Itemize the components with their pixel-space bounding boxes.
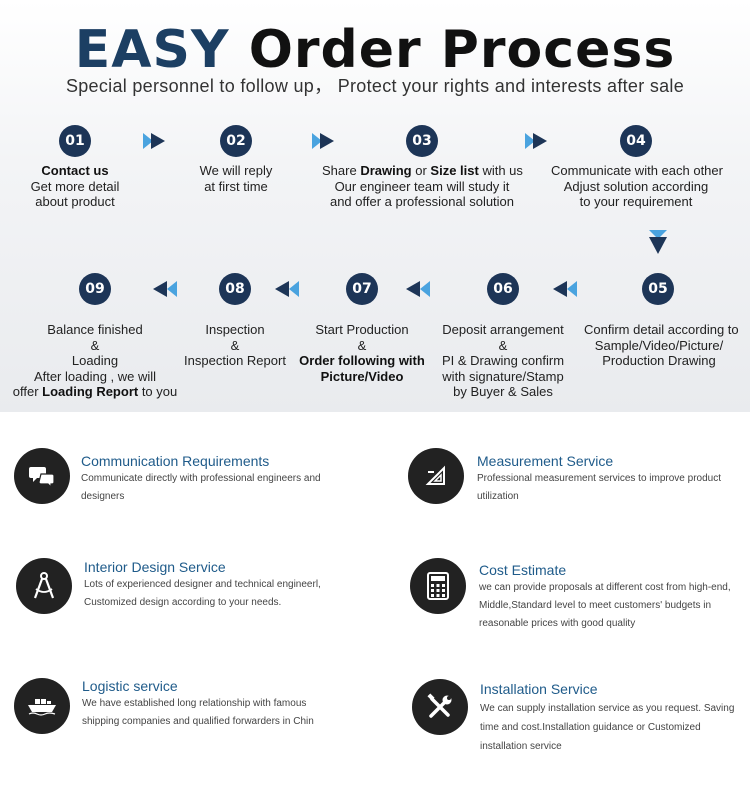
arrow-left-icon [406,281,430,297]
step-02-text: We will reply at first time [199,163,273,194]
service-title-measurement: Measurement Service [477,453,614,469]
step-06-badge: 06 [487,273,519,305]
step-08-text: Inspection & Inspection Report [184,322,286,369]
service-desc-measurement: Professional measurement services to imp… [477,473,721,502]
service-desc-logistic: We have established long relationship wi… [82,698,314,727]
step-05-badge: 05 [642,273,674,305]
service-desc-communication: Communicate directly with professional e… [81,473,321,502]
order-process-banner: EASY Order Process Special personnel to … [0,0,750,412]
title-order-process: Order Process [248,20,676,80]
arrow-right-icon [312,133,334,149]
arrow-right-icon [525,133,547,149]
services-section: Communication Requirements Communicate d… [0,412,750,802]
step-01-badge: 01 [59,125,91,157]
step-05-text: Confirm detail according to Sample/Video… [584,322,739,369]
set-square-icon [408,448,464,504]
cargo-ship-icon [14,678,70,734]
step-09-badge: 09 [79,273,111,305]
arrow-left-icon [275,281,299,297]
step-03-text: Share Drawing or Size list with us Our e… [322,163,523,210]
arrow-down-icon [649,230,667,254]
wrench-screwdriver-icon [412,679,468,735]
step-03-badge: 03 [406,125,438,157]
step-07-text: Start Production & Order following with … [299,322,425,384]
step-04-text: Communicate with each other Adjust solut… [551,163,723,210]
arrow-left-icon [153,281,177,297]
step-07-badge: 07 [346,273,378,305]
service-title-interior-design: Interior Design Service [84,559,226,575]
service-title-logistic: Logistic service [82,678,178,694]
page-subtitle: Special personnel to follow up， Protect … [65,76,685,96]
service-title-cost-estimate: Cost Estimate [479,562,567,578]
arrow-right-icon [143,133,165,149]
service-desc-cost-estimate: we can provide proposals at different co… [479,582,731,629]
calculator-icon [410,558,466,614]
step-04-badge: 04 [620,125,652,157]
service-title-communication: Communication Requirements [81,453,270,469]
compass-icon [16,558,72,614]
service-desc-installation: We can supply installation service as yo… [480,703,735,752]
arrow-left-icon [553,281,577,297]
step-08-badge: 08 [219,273,251,305]
step-09-text: Balance finished & Loading After loading… [12,322,178,400]
page-title: EASY Order Process [0,22,750,78]
service-title-installation: Installation Service [480,681,598,697]
step-02-badge: 02 [220,125,252,157]
title-easy: EASY [74,20,230,80]
step-06-text: Deposit arrangement & PI & Drawing confi… [441,322,565,400]
service-desc-interior-design: Lots of experienced designer and technic… [84,579,321,608]
step-01-text: Contact us Get more detail about product [30,163,120,210]
chat-bubbles-icon [14,448,70,504]
